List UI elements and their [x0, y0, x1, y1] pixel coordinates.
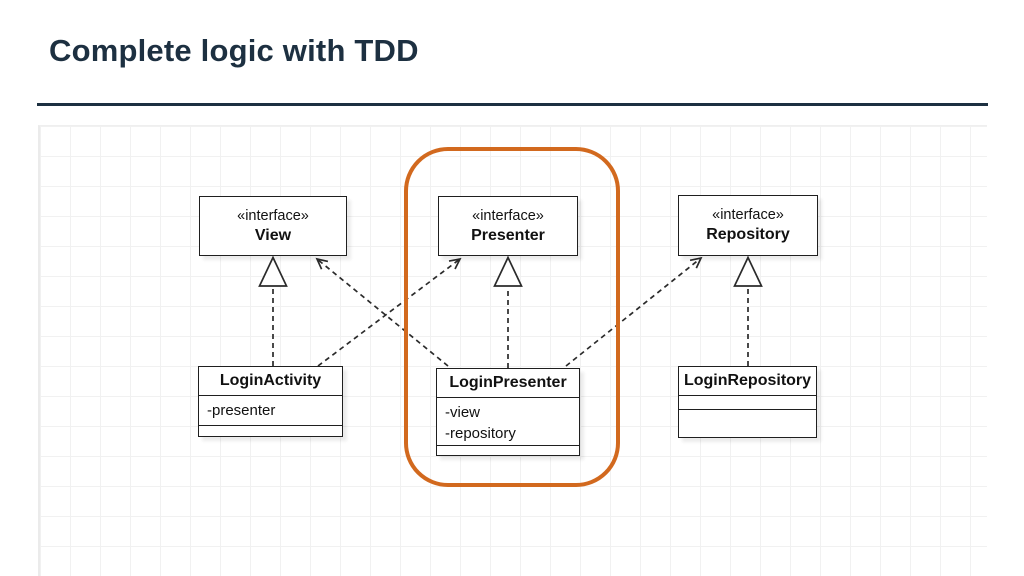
interface-name: View: [254, 226, 292, 244]
attribute-label: -view: [445, 404, 481, 421]
class-name: LoginRepository: [683, 372, 812, 389]
methods-compartment: [437, 445, 579, 453]
attribute-label: -repository: [445, 425, 516, 442]
uml-class-login-activity: LoginActivity -presenter: [198, 366, 343, 437]
uml-interface-view: «interface» View: [199, 196, 347, 256]
methods-compartment: [679, 409, 816, 435]
stereotype-label: «interface»: [712, 207, 784, 223]
methods-compartment: [199, 425, 342, 434]
class-name: LoginPresenter: [449, 374, 567, 391]
attributes-compartment: [679, 395, 816, 409]
stereotype-label: «interface»: [472, 207, 544, 224]
uml-class-login-presenter: LoginPresenter -view -repository: [436, 368, 580, 456]
page-title: Complete logic with TDD: [49, 33, 419, 68]
stereotype-label: «interface»: [237, 207, 309, 224]
title-underline: [37, 103, 988, 106]
uml-interface-presenter: «interface» Presenter: [438, 196, 578, 256]
interface-name: Repository: [706, 226, 790, 243]
uml-interface-repository: «interface» Repository: [678, 195, 818, 256]
diagram-canvas: [38, 125, 987, 576]
class-name: LoginActivity: [219, 372, 322, 389]
uml-class-login-repository: LoginRepository: [678, 366, 817, 438]
interface-name: Presenter: [471, 226, 545, 244]
attribute-label: -presenter: [207, 402, 276, 419]
